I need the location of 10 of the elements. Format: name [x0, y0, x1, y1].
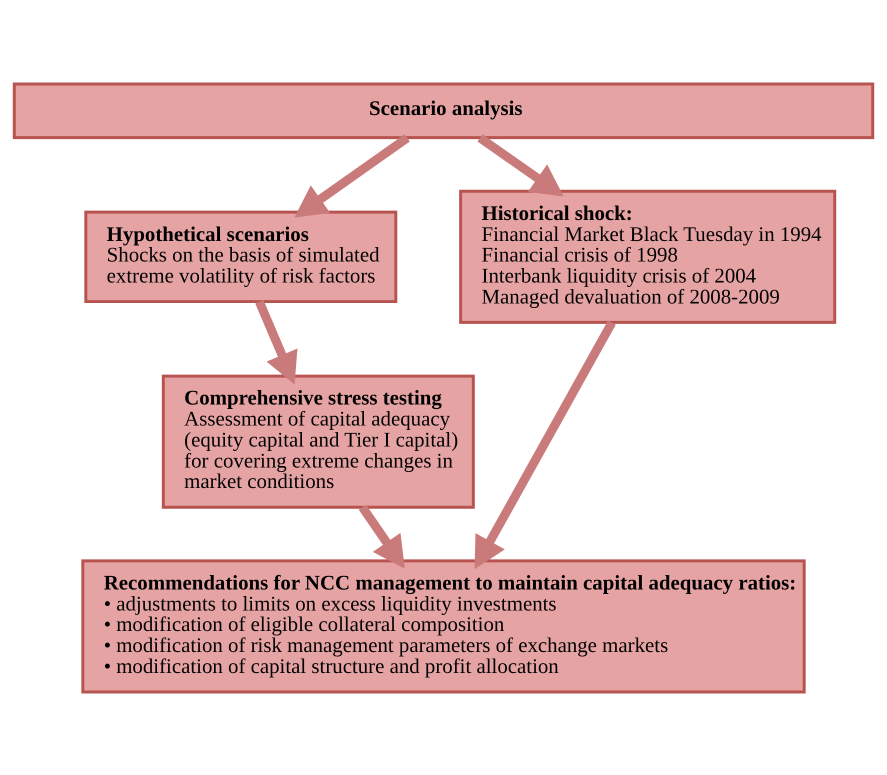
node-box: Scenario analysis [12, 82, 874, 139]
arrow [474, 320, 616, 569]
arrow [358, 504, 405, 568]
node-box: Hypothetical scenarios Shocks on the basis of simulated extreme volatility of risk factors [84, 210, 398, 303]
arrow [294, 134, 410, 218]
node-box: Comprehensive stress testing Assessment of capital adequacy (equity capital and Tier I capital) for covering extreme changes in market conditions [162, 374, 475, 508]
node-box: Historical shock: Financial Market Black Tuesday in 1994 Financial crisis of 1998 Interbank liquidity crisis of 2004 Managed devaluation of 2008-2009 [459, 189, 836, 324]
arrow [255, 300, 298, 384]
arrow [477, 134, 564, 196]
node-box: Recommendations for NCC management to maintain capital adequacy ratios: • adjustments to limits on excess liquidity investments • modification of eligible collateral composition • modification of risk management parameters of exchange markets • modification of capital structure and profit allocation [81, 558, 806, 694]
